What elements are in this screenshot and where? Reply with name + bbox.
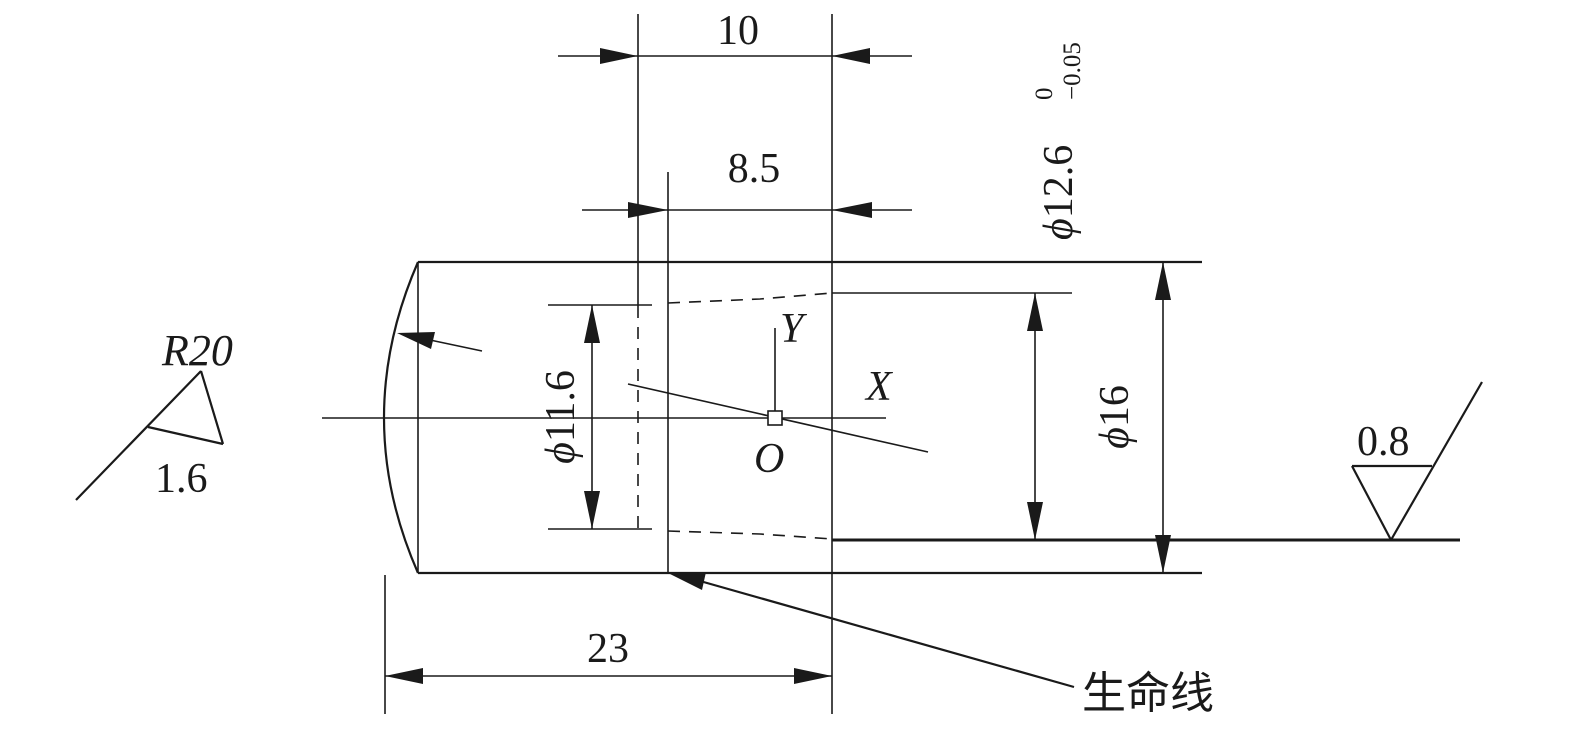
dim-12-6-label: ϕ12.6 [1036, 145, 1082, 240]
dim-12-6-upper-tol: 0 [1031, 88, 1058, 101]
dim-phi-11-6: ϕ11.6 [538, 304, 652, 530]
roughness-right: 0.8 [1351, 381, 1483, 541]
dim-8-5-arrow-left [628, 202, 668, 218]
dim-12-6-label-group: ϕ12.6 0 −0.05 [1031, 42, 1086, 240]
dim-23-arrow-left [385, 668, 423, 684]
origin-marker [767, 410, 783, 426]
origin-label: O [754, 436, 784, 482]
radius-leader: R20 [161, 326, 483, 375]
roughness-right-value: 0.8 [1357, 419, 1410, 465]
dim-phi-16: ϕ16 [1092, 262, 1171, 573]
dim-10: 10 [558, 8, 912, 64]
dim-10-label: 10 [717, 8, 759, 54]
x-axis-label: X [864, 364, 894, 410]
dim-11-6-arrow-bottom [584, 491, 600, 529]
coordinate-axes: Y X O [627, 306, 929, 482]
dim-8-5-label: 8.5 [728, 146, 781, 192]
roughness-left-bar [147, 425, 224, 446]
radius-label: R20 [161, 326, 233, 375]
radius-leader-arrow [397, 332, 435, 349]
dim-11-6-label: ϕ11.6 [538, 370, 584, 464]
dim-12-6-arrow-bottom [1027, 502, 1043, 540]
roughness-left-value: 1.6 [155, 456, 208, 502]
lifeline-leader-arrow [668, 572, 706, 590]
dim-10-arrow-left [600, 48, 638, 64]
dim-8-5-arrow-right [832, 202, 872, 218]
dim-12-6-arrow-top [1027, 293, 1043, 331]
roughness-left-long-leg [75, 370, 202, 501]
roughness-left: 1.6 [75, 370, 225, 502]
y-axis-label: Y [780, 306, 808, 352]
roughness-right-long-leg [1390, 381, 1483, 541]
hidden-bore [637, 292, 833, 540]
dim-10-arrow-right [832, 48, 870, 64]
dim-12-6-lower-tol: −0.05 [1059, 42, 1086, 100]
dim-16-arrow-top [1155, 262, 1171, 300]
lifeline-callout: 生命线 [668, 572, 1214, 718]
dim-23-label: 23 [587, 626, 629, 672]
dim-23: 23 [385, 626, 832, 684]
bore-top-hidden [667, 292, 833, 304]
dim-8-5: 8.5 [582, 146, 912, 218]
lifeline-leader [699, 579, 1075, 689]
dim-11-6-arrow-top [584, 305, 600, 343]
roughness-left-short-leg [199, 370, 225, 445]
extension-lines [384, 14, 833, 714]
radius-leader-line [429, 339, 483, 352]
dim-16-arrow-bottom [1155, 535, 1171, 573]
dim-23-arrow-right [794, 668, 832, 684]
dim-16-label: ϕ16 [1092, 385, 1138, 449]
bore-bottom-hidden [667, 530, 833, 540]
roughness-right-short-leg [1351, 465, 1392, 541]
dim-phi-12-6: ϕ12.6 0 −0.05 [832, 42, 1460, 542]
lifeline-label: 生命线 [1082, 669, 1214, 718]
